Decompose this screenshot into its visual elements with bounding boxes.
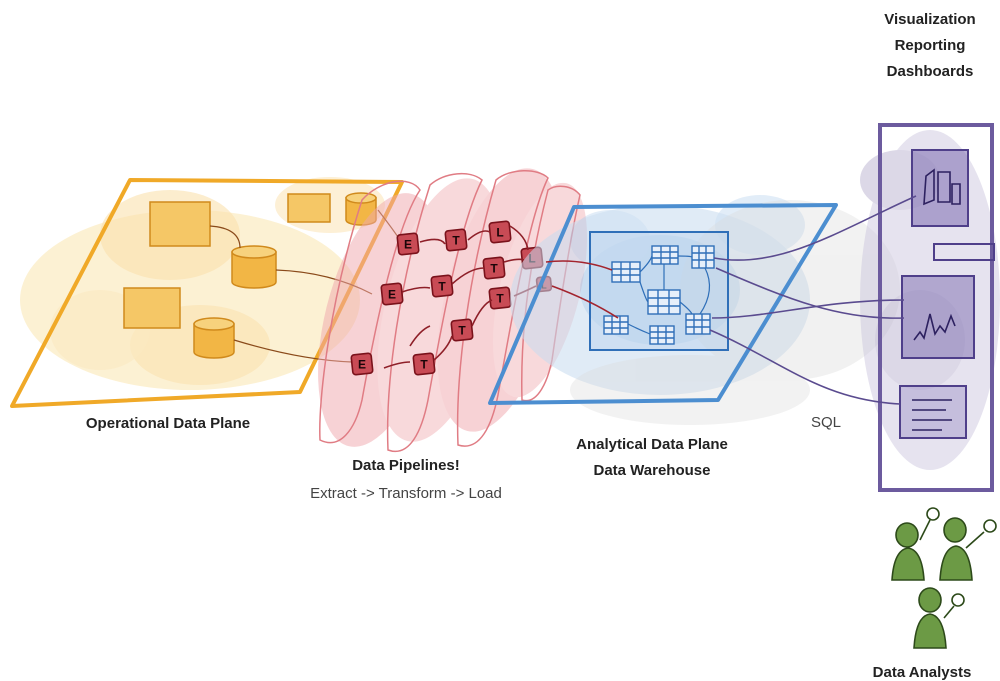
analytical-data-plane: [488, 195, 900, 425]
analyst-figure-2: [939, 517, 997, 581]
table-icon: [651, 245, 679, 265]
etl-letter: T: [420, 358, 428, 372]
etl-box-t: T: [450, 318, 474, 342]
analytical-grey-wash: [570, 200, 900, 425]
visualization-label-line-2: Reporting: [895, 37, 966, 54]
etl-box-t: T: [482, 256, 506, 280]
operational-db-icons: [123, 192, 377, 359]
etl-letter: E: [404, 238, 412, 252]
analyst-figure-1: [891, 507, 940, 581]
operational-plane-frame: [10, 178, 404, 408]
table-icon: [603, 315, 629, 335]
operational-data-plane: [10, 177, 404, 408]
etl-box-e: E: [396, 232, 420, 256]
etl-letter: T: [452, 234, 460, 248]
pipelines-label: Data Pipelines!: [352, 457, 460, 474]
etl-flow-label: Extract -> Transform -> Load: [310, 485, 502, 502]
dashboard-screen-3: [899, 385, 967, 439]
etl-letter: T: [496, 292, 504, 306]
etl-letter: T: [490, 262, 498, 276]
dashboard-list-icon: [912, 399, 952, 431]
etl-box-e: E: [380, 282, 404, 306]
analyst-figure-3: [913, 587, 965, 649]
db-box-1: [149, 201, 211, 247]
warehouse-to-reporting-links: [709, 195, 917, 405]
table-icon: [685, 313, 711, 335]
pipeline-to-warehouse-links: [545, 260, 619, 319]
etl-box-t: T: [430, 274, 454, 298]
visualization-label-line-3: Dashboards: [887, 63, 974, 80]
data-analysts: [891, 507, 997, 649]
sql-label: SQL: [811, 414, 841, 431]
dashboard-screen-2: [901, 243, 995, 359]
etl-box-l: L: [488, 220, 512, 244]
etl-box-t: T: [412, 352, 436, 376]
db-cylinder-1: [231, 251, 277, 289]
etl-box-t: T: [488, 286, 512, 310]
operational-plane-label: Operational Data Plane: [86, 415, 250, 432]
etl-letter: L: [496, 226, 503, 240]
table-icon: [647, 289, 681, 315]
data-analysts-label: Data Analysts: [873, 664, 972, 681]
etl-box-e: E: [350, 352, 374, 376]
db-box-2: [123, 287, 181, 329]
etl-letter: T: [438, 280, 446, 294]
etl-letter: T: [458, 324, 466, 338]
visualization-label-line-1: Visualization: [884, 11, 975, 28]
table-icon: [691, 245, 715, 269]
warehouse-links: [627, 255, 711, 335]
etl-letter: E: [358, 358, 366, 372]
reporting-panel: [709, 123, 1000, 492]
dashboard-chart-icon: [923, 168, 961, 206]
table-icon: [611, 261, 641, 283]
dashboard-screen-1: [911, 149, 969, 227]
analytical-plane-label-line-1: Analytical Data Plane: [576, 436, 728, 453]
analytical-plane-label-line-2: Data Warehouse: [594, 462, 711, 479]
table-icon: [649, 325, 675, 345]
etl-letter: E: [388, 288, 396, 302]
warehouse-tables: [603, 245, 715, 345]
analytical-plane-frame: [488, 203, 838, 405]
db-cylinder-2: [193, 323, 235, 359]
etl-box-t: T: [444, 228, 468, 252]
dashboard-line-icon: [913, 313, 956, 341]
diagram-labels: Visualization Reporting Dashboards Opera…: [86, 11, 976, 681]
reporting-frame: [878, 123, 994, 492]
db-box-3: [287, 193, 331, 223]
